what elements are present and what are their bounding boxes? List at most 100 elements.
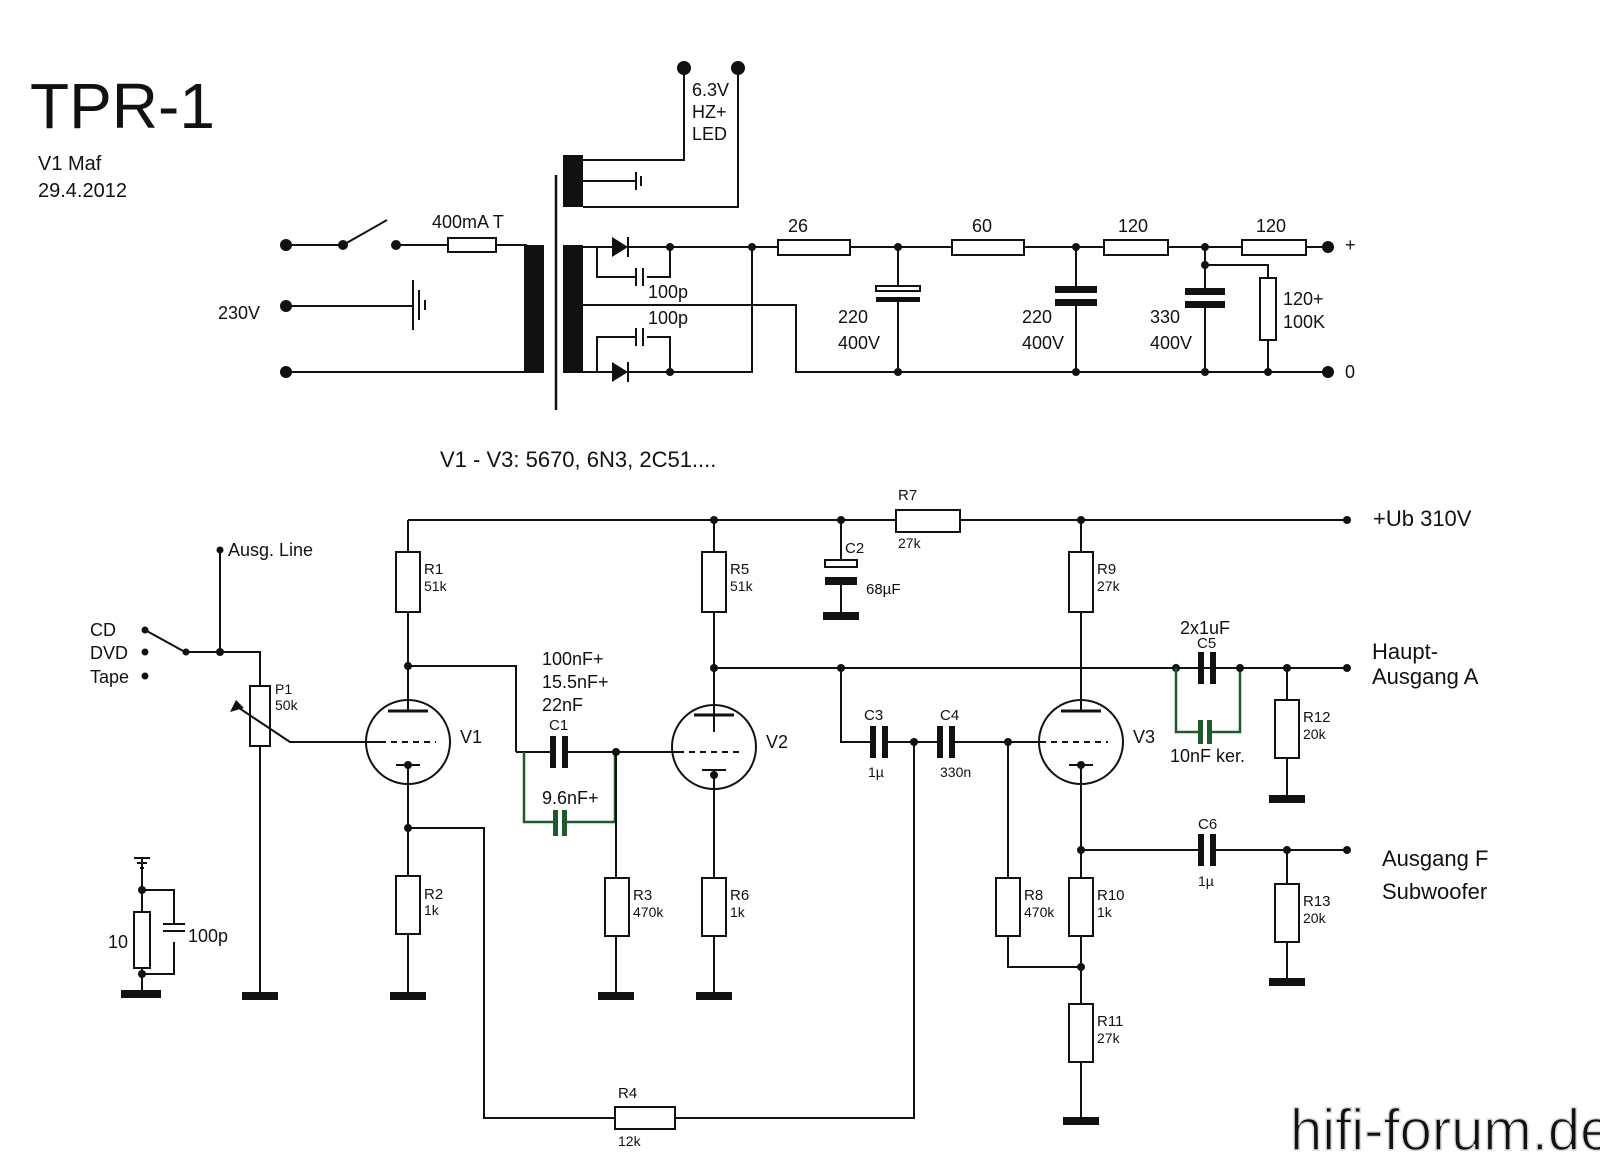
r4-value: 12k <box>618 1133 642 1149</box>
r1-name: R1 <box>424 561 443 578</box>
filter-cap-3 <box>1185 288 1225 295</box>
c1-name: C1 <box>549 717 568 734</box>
sub-output-terminal <box>1343 846 1351 854</box>
r1-value: 51k <box>424 578 448 594</box>
input-dvd-label: DVD <box>90 643 128 663</box>
capacitor-c5-parallel <box>1198 720 1203 744</box>
filter-resistor-2 <box>951 239 1025 256</box>
heater-label-2: HZ+ <box>692 102 727 122</box>
c1-value-line-1: 100nF+ <box>542 649 604 669</box>
r12-value: 20k <box>1303 726 1327 742</box>
version-label: V1 Maf <box>38 153 102 175</box>
sub-output-label-2: Subwoofer <box>1382 879 1487 904</box>
filter-cap-3-value: 330 <box>1150 307 1180 327</box>
resistor-r11 <box>1068 1003 1094 1063</box>
diode-cap-bottom <box>635 328 644 346</box>
c6-value: 1µ <box>1198 873 1214 889</box>
r6-value: 1k <box>730 904 746 920</box>
c2-value: 68µF <box>866 581 901 598</box>
v1-label: V1 <box>460 727 482 747</box>
c5-name: C5 <box>1197 635 1216 652</box>
filter-resistor-2-label: 60 <box>972 216 992 236</box>
filter-cap-3-voltage: 400V <box>1150 333 1192 353</box>
bleeder-label-2: 100K <box>1283 312 1325 332</box>
p1-value: 50k <box>275 697 299 713</box>
main-output-label-2: Ausgang A <box>1372 664 1479 689</box>
capacitor-c2 <box>824 559 858 568</box>
r10-name: R10 <box>1097 887 1125 904</box>
diode-cap-top <box>635 268 644 286</box>
input-selector-switch <box>144 629 186 653</box>
r5-name: R5 <box>730 561 749 578</box>
resistor-r7 <box>895 509 961 533</box>
resistor-r3 <box>604 877 630 937</box>
r6-name: R6 <box>730 887 749 904</box>
heater-label-3: LED <box>692 124 727 144</box>
resistor-r4 <box>614 1106 676 1130</box>
ground-filter-resistor-label: 10 <box>108 932 128 952</box>
diode-cap-bottom-label: 100p <box>648 308 688 328</box>
supply-voltage-label: +Ub 310V <box>1373 506 1472 531</box>
transformer-secondary <box>563 245 583 373</box>
mains-voltage-label: 230V <box>218 303 260 323</box>
r7-name: R7 <box>898 487 917 504</box>
v3-label: V3 <box>1133 727 1155 747</box>
resistor-r13 <box>1274 883 1300 943</box>
input-tape-label: Tape <box>90 667 129 687</box>
r5-value: 51k <box>730 578 754 594</box>
resistor-r8 <box>995 877 1021 937</box>
r12-name: R12 <box>1303 709 1331 726</box>
resistor-r2 <box>395 875 421 935</box>
r4-name: R4 <box>618 1085 637 1102</box>
filter-cap-1 <box>875 285 921 292</box>
heater-terminal-b <box>731 61 745 75</box>
resistor-r1 <box>395 551 421 613</box>
r3-name: R3 <box>633 887 652 904</box>
watermark: hifi-forum.de <box>1290 1098 1600 1161</box>
supply-zero-terminal <box>1322 366 1334 378</box>
r13-name: R13 <box>1303 893 1331 910</box>
chassis-ground-symbol <box>412 280 426 330</box>
main-output-label-1: Haupt- <box>1372 639 1438 664</box>
p1-name: P1 <box>275 681 292 697</box>
tube-types-note: V1 - V3: 5670, 6N3, 2C51.... <box>440 447 716 472</box>
resistor-r9 <box>1068 551 1094 613</box>
r2-name: R2 <box>424 886 443 903</box>
filter-cap-2 <box>1055 286 1097 293</box>
filter-cap-1-value: 220 <box>838 307 868 327</box>
r11-name: R11 <box>1097 1013 1123 1030</box>
line-out-label: Ausg. Line <box>228 540 313 560</box>
capacitor-c5 <box>1198 652 1204 684</box>
input-cd-label: CD <box>90 620 116 640</box>
rectifier-diode-top <box>612 237 628 257</box>
supply-plus-terminal <box>1322 241 1334 253</box>
filter-resistor-3-label: 120 <box>1118 216 1148 236</box>
c4-value: 330n <box>940 764 971 780</box>
c4-name: C4 <box>940 707 959 724</box>
r9-value: 27k <box>1097 578 1121 594</box>
c1-value-line-2: 15.5nF+ <box>542 672 609 692</box>
bleeder-label-1: 120+ <box>1283 289 1324 309</box>
resistor-r5 <box>701 551 727 613</box>
ground-filter-resistor <box>133 911 151 969</box>
filter-resistor-1 <box>777 239 851 256</box>
input-tape-contact <box>141 672 149 680</box>
date-label: 29.4.2012 <box>38 180 127 202</box>
r10-value: 1k <box>1097 904 1113 920</box>
capacitor-c4 <box>937 726 943 758</box>
fuse-label: 400mA T <box>432 212 504 232</box>
ground-filter-cap-label: 100p <box>188 926 228 946</box>
r8-name: R8 <box>1024 887 1043 904</box>
supply-plus-label: + <box>1345 235 1356 255</box>
v2-label: V2 <box>766 732 788 752</box>
heater-terminal-a <box>677 61 691 75</box>
resistor-r10 <box>1068 877 1094 937</box>
resistor-r6 <box>701 877 727 937</box>
filter-resistor-4-label: 120 <box>1256 216 1286 236</box>
filter-cap-2-value: 220 <box>1022 307 1052 327</box>
filter-cap-2-voltage: 400V <box>1022 333 1064 353</box>
filter-resistor-4 <box>1241 239 1307 256</box>
c1-parallel-label: 9.6nF+ <box>542 788 599 808</box>
bleeder-resistor <box>1259 277 1277 341</box>
c3-name: C3 <box>864 707 883 724</box>
